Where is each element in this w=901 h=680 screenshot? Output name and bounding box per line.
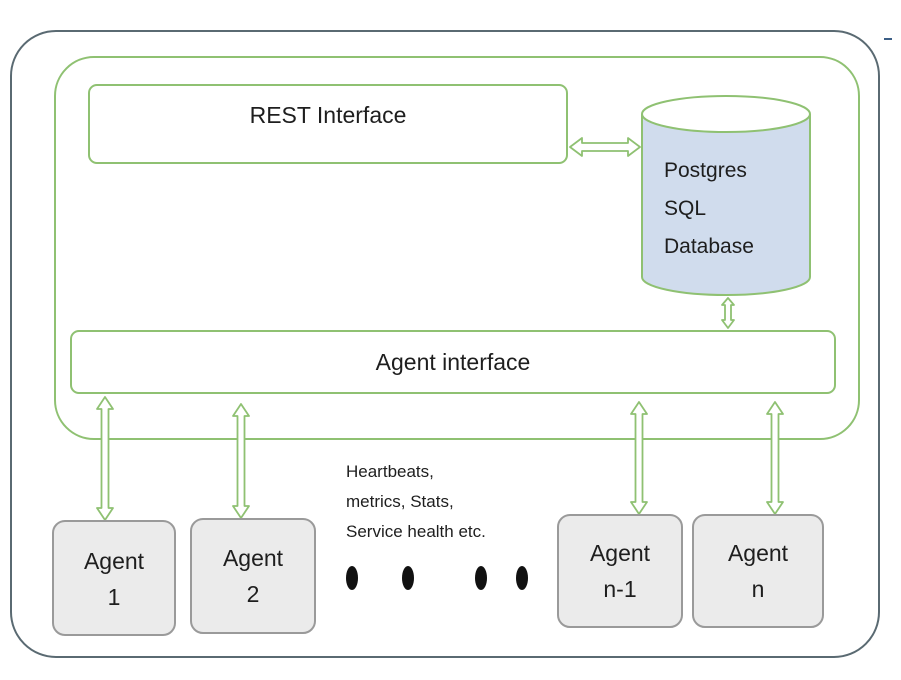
ellipsis-dot <box>475 566 487 590</box>
ellipsis-dot <box>516 566 528 590</box>
rest-db-arrow <box>569 137 641 157</box>
database-label: Postgres SQL Database <box>664 152 804 266</box>
agent-1-arrow <box>96 396 114 521</box>
heartbeat-annotation: Heartbeats, metrics, Stats, Service heal… <box>346 457 546 547</box>
agent-2-box[interactable]: Agent 2 <box>190 518 316 634</box>
outer-frame <box>10 30 880 658</box>
corner-tick <box>884 38 892 40</box>
agent-label: Agent <box>222 545 284 571</box>
database-label-line: Postgres <box>664 159 747 182</box>
database-cylinder[interactable] <box>641 95 811 296</box>
agent-number: n <box>751 576 765 602</box>
agent-label: Agent <box>727 540 789 566</box>
agent-n-arrow <box>766 401 784 515</box>
annotation-line: metrics, Stats, <box>346 492 454 511</box>
agent-label: Agent <box>83 548 145 574</box>
agent-number: n-1 <box>603 576 637 602</box>
db-agent-interface-arrow <box>721 297 735 329</box>
agent-1-box[interactable]: Agent 1 <box>52 520 176 636</box>
agent-number: 2 <box>246 581 260 607</box>
rest-interface-box[interactable]: REST Interface <box>88 84 568 164</box>
agent-n-1-box[interactable]: Agent n-1 <box>557 514 683 628</box>
agent-n-box[interactable]: Agent n <box>692 514 824 628</box>
database-label-line: Database <box>664 235 754 258</box>
database-label-line: SQL <box>664 197 707 220</box>
agent-label: Agent <box>589 540 651 566</box>
agent-interface-box[interactable]: Agent interface <box>70 330 836 394</box>
agent-2-arrow <box>232 403 250 519</box>
agent-number: 1 <box>107 584 121 610</box>
ellipsis-dot <box>346 566 358 590</box>
rest-interface-label: REST Interface <box>249 102 407 128</box>
agent-interface-label: Agent interface <box>375 348 531 375</box>
ellipsis-dot <box>402 566 414 590</box>
server-container <box>54 56 860 440</box>
agent-n-1-arrow <box>630 401 648 515</box>
annotation-line: Service health etc. <box>346 522 486 541</box>
annotation-line: Heartbeats, <box>346 462 434 481</box>
